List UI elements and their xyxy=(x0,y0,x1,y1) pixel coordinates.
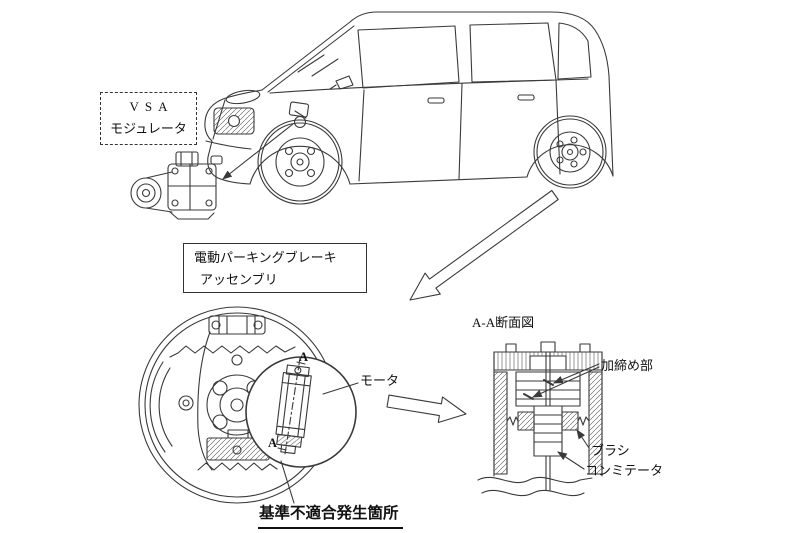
cross-section-leaders xyxy=(531,363,600,470)
commutator-label: コンミテータ xyxy=(585,463,664,478)
motor-label: モータ xyxy=(360,373,400,388)
vsa-pointer-arrow xyxy=(222,123,294,180)
brush-right xyxy=(561,411,579,431)
section-pointer-arrow xyxy=(386,394,467,424)
crimp-label: 加締め部 xyxy=(601,358,654,373)
lower-spring xyxy=(197,462,278,471)
defect-location-label: 基準不適合発生箇所 xyxy=(258,502,403,530)
brush-left xyxy=(517,411,535,431)
front-wheel xyxy=(257,119,343,205)
vsa-callout-line1: VSA xyxy=(129,99,174,114)
rear-wheel xyxy=(533,115,607,189)
section-view-title: A-A断面図 xyxy=(472,315,535,330)
car-drawing xyxy=(204,11,614,205)
section-line-a-a xyxy=(284,357,301,455)
break-line xyxy=(481,489,585,497)
commutator-section xyxy=(533,405,563,457)
vsa-location-on-car xyxy=(288,101,310,129)
wheel-cylinder xyxy=(208,315,266,335)
vsa-modulator-drawing xyxy=(130,151,217,220)
headlight xyxy=(225,89,261,105)
side-mirror xyxy=(329,75,354,90)
brush-label: ブラシ xyxy=(591,443,630,458)
epb-pointer-arrow xyxy=(409,189,559,301)
crimp-marks xyxy=(523,379,554,400)
defect-leader-line xyxy=(280,460,295,504)
magnifier xyxy=(245,356,357,468)
break-line xyxy=(477,476,593,484)
parking-brake-callout-line2: アッセンブリ xyxy=(200,272,278,288)
brake-assembly-drawing xyxy=(138,306,336,504)
return-spring xyxy=(169,345,296,358)
motor-leader-line xyxy=(322,382,359,395)
section-marker-a-bottom: A xyxy=(268,436,278,450)
parking-brake-callout-line1: 電動パーキングブレーキ xyxy=(194,250,337,265)
vsa-callout-line2: モジュレータ xyxy=(110,121,187,137)
section-marker-a-top: A xyxy=(299,350,309,364)
vsa-modulator-callout: VSA モジュレータ xyxy=(100,92,197,145)
cross-section-drawing xyxy=(477,341,603,497)
parking-brake-callout: 電動パーキングブレーキ アッセンブリ xyxy=(183,243,367,293)
